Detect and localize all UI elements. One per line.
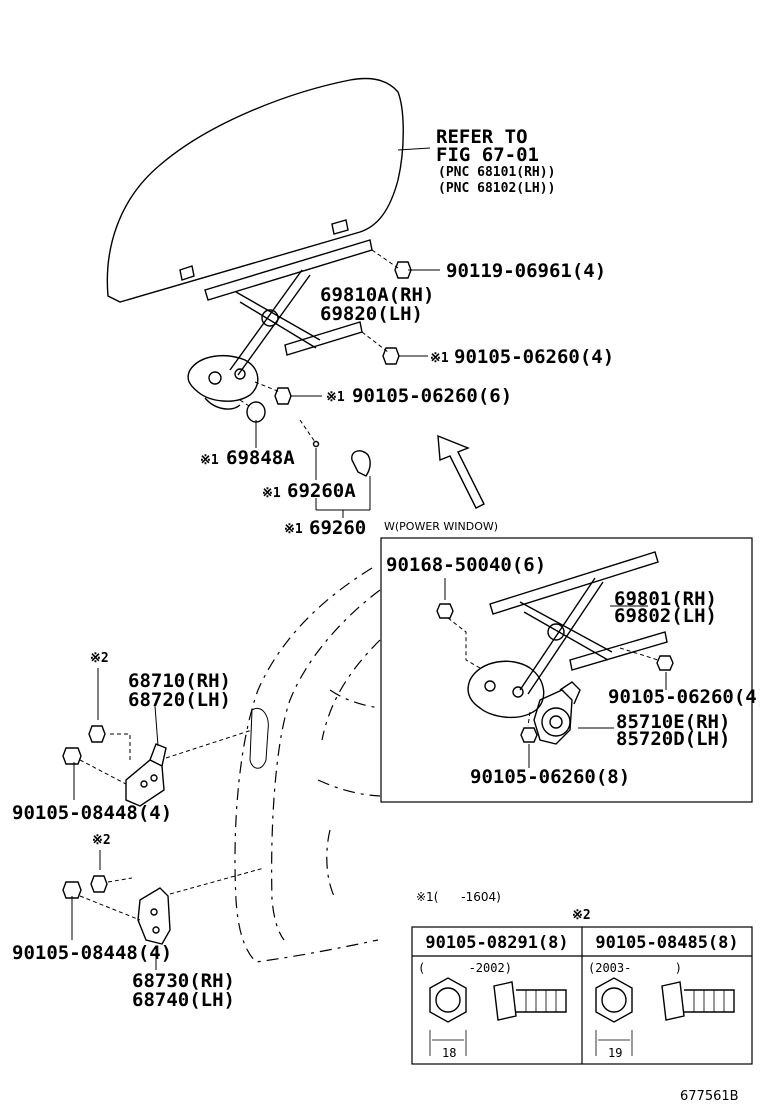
mark1-69848a: ※1 — [200, 453, 219, 468]
bolt-08485-drawing — [595, 977, 735, 1056]
glass-clip-1 — [179, 265, 195, 281]
inset-bolt-8 — [520, 727, 538, 743]
figure-id: 677561B — [680, 1089, 739, 1104]
inset-part-85720d-lh[interactable]: 85720D(LH) — [616, 728, 731, 750]
power-window-inset — [380, 537, 753, 803]
part-90105-06260-6[interactable]: 90105-06260(6) — [352, 385, 513, 407]
table-col2-dim: 19 — [608, 1046, 623, 1060]
table-col1-head: 90105-08291(8) — [425, 933, 569, 953]
part-90105-08448-upper[interactable]: 90105-08448(4) — [12, 802, 173, 824]
bolt-upper-hinge-b — [62, 747, 82, 765]
part-69260[interactable]: 69260 — [309, 517, 367, 539]
glass-clip-2 — [331, 219, 349, 235]
table-col1-dim: 18 — [442, 1046, 457, 1060]
mark2-upper: ※2 — [90, 651, 109, 666]
part-69820-lh[interactable]: 69820(LH) — [320, 303, 423, 325]
mark1-bolt-4: ※1 — [430, 351, 449, 366]
mark1-69260: ※1 — [284, 522, 303, 537]
refer-line-3: (PNC 68101(RH)) — [438, 165, 556, 180]
inset-part-90105-06260-8[interactable]: 90105-06260(8) — [470, 766, 631, 788]
door-glass — [106, 77, 404, 303]
nut-top — [394, 261, 412, 279]
pointer-arrow — [437, 434, 485, 509]
refer-line-2: FIG 67-01 — [436, 144, 539, 166]
inset-part-90105-06260-4[interactable]: 90105-06260(4) — [608, 686, 760, 708]
footnote-mark1: ※1( -1604) — [416, 890, 501, 904]
part-69848a[interactable]: 69848A — [226, 447, 295, 469]
inset-bolt-4 — [656, 655, 674, 671]
door-hinge-upper — [125, 743, 167, 807]
footnote-mark2: ※2 — [572, 908, 591, 923]
refer-line-4: (PNC 68102(LH)) — [438, 181, 556, 196]
refer-line-1: REFER TO — [436, 126, 528, 148]
bolt-4-head — [382, 347, 400, 365]
part-68720-lh[interactable]: 68720(LH) — [128, 689, 231, 711]
power-window-motor — [533, 681, 581, 745]
part-90105-06260-4[interactable]: 90105-06260(4) — [454, 346, 615, 368]
bushing-69848a — [246, 401, 266, 423]
bolt-08291-drawing — [429, 977, 567, 1056]
inset-part-85710e-rh[interactable]: 85710E(RH) — [616, 711, 731, 733]
part-90119-06961[interactable]: 90119-06961(4) — [446, 260, 607, 282]
pin-69260a — [312, 440, 320, 448]
table-col1-range: ( -2002) — [418, 961, 512, 975]
handle-69260 — [351, 450, 371, 477]
inset-part-69801-rh[interactable]: 69801(RH) — [614, 588, 717, 610]
part-90105-08448-lower[interactable]: 90105-08448(4) — [12, 942, 173, 964]
bolt-upper-hinge-a — [88, 725, 106, 743]
bolt-6-head — [274, 387, 292, 405]
inset-part-90168-50040[interactable]: 90168-50040(6) — [386, 554, 547, 576]
mark2-lower: ※2 — [92, 833, 111, 848]
inset-title: W(POWER WINDOW) — [384, 520, 499, 533]
inset-bolt-6 — [436, 603, 454, 619]
door-hinge-lower — [137, 887, 171, 945]
table-col2-range: (2003- ) — [588, 961, 682, 975]
window-regulator-power — [467, 551, 668, 718]
part-69810a-rh[interactable]: 69810A(RH) — [320, 284, 435, 306]
door-hinge-area — [249, 708, 269, 769]
mark1-bolt-6: ※1 — [326, 390, 345, 405]
inset-part-69802-lh[interactable]: 69802(LH) — [614, 605, 717, 627]
bolt-lower-hinge-b — [62, 881, 82, 899]
part-69260a[interactable]: 69260A — [287, 480, 356, 502]
mark1-69260a: ※1 — [262, 486, 281, 501]
door-body-outline — [234, 567, 379, 963]
bolt-lower-hinge-a — [90, 875, 108, 893]
part-68740-lh[interactable]: 68740(LH) — [132, 989, 235, 1011]
part-68710-rh[interactable]: 68710(RH) — [128, 670, 231, 692]
part-68730-rh[interactable]: 68730(RH) — [132, 970, 235, 992]
table-col2-head: 90105-08485(8) — [595, 933, 739, 953]
